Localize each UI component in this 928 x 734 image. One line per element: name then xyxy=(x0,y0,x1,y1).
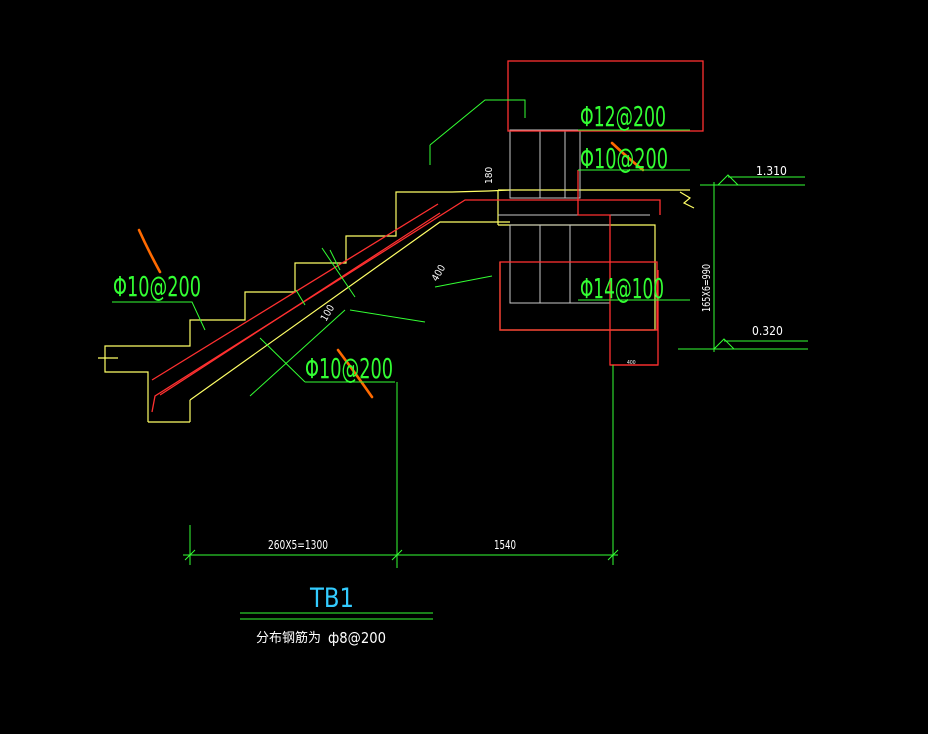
dim-top-thickness: 180 xyxy=(484,167,495,184)
label-top-bar: Φ12@200 xyxy=(580,100,666,133)
highlight-left xyxy=(137,228,162,274)
rebar-bottom-inclined xyxy=(151,199,661,413)
note-prefix: 分布钢筋为 xyxy=(256,630,321,646)
slab-underside xyxy=(189,221,510,401)
slab-tick-3 xyxy=(295,289,306,306)
elev-marker-bottom xyxy=(713,338,735,350)
elevation-bottom: 0.320 xyxy=(752,324,783,338)
dim-landing-length: 1540 xyxy=(494,538,516,552)
highlight-top xyxy=(610,141,645,172)
rebar-inner xyxy=(159,212,441,396)
note-value: ф8@200 xyxy=(328,629,386,647)
slab-tick-1 xyxy=(321,247,356,298)
label-left-bar: Φ10@200 xyxy=(113,270,201,303)
dim-run-length: 260X5=1300 xyxy=(268,538,328,552)
dim-height-total: 165X6=990 xyxy=(700,264,713,312)
leader-bottom-diag xyxy=(259,337,306,383)
stair-steps xyxy=(104,189,511,422)
stirrup-upper xyxy=(509,129,581,199)
leader-lines xyxy=(112,99,808,568)
rebar-top-inclined xyxy=(151,203,439,381)
leader-top xyxy=(429,99,526,146)
label-bottom-bar: Φ10@200 xyxy=(305,352,393,385)
leader-mid-arrow xyxy=(434,275,493,288)
rebar-lines xyxy=(151,60,704,413)
dim-beam-depth: 400 xyxy=(430,263,448,284)
frame-top xyxy=(507,60,704,132)
leader-bottom-arrow xyxy=(249,309,346,397)
dim-small: 400 xyxy=(627,360,636,366)
elevation-top: 1.310 xyxy=(756,164,787,178)
leader-left xyxy=(112,301,206,331)
label-landing-top: Φ10@200 xyxy=(580,142,668,175)
highlight-bottom xyxy=(336,348,374,399)
dim-tick-r xyxy=(607,549,619,561)
title-underline xyxy=(240,612,433,620)
dim-tick-m xyxy=(391,549,403,561)
slab-tick-2 xyxy=(329,249,341,271)
drawing-title: TB1 xyxy=(309,583,354,614)
leader-bottom-arrow2 xyxy=(349,309,426,323)
dim-tick-l xyxy=(184,549,196,561)
beam-stirrup-red xyxy=(577,170,659,366)
frame-beam xyxy=(499,261,658,331)
label-beam-bar: Φ14@100 xyxy=(580,272,664,305)
elev-marker-top xyxy=(717,174,739,186)
break-line-right xyxy=(679,191,695,209)
highlight-strokes xyxy=(137,141,645,399)
